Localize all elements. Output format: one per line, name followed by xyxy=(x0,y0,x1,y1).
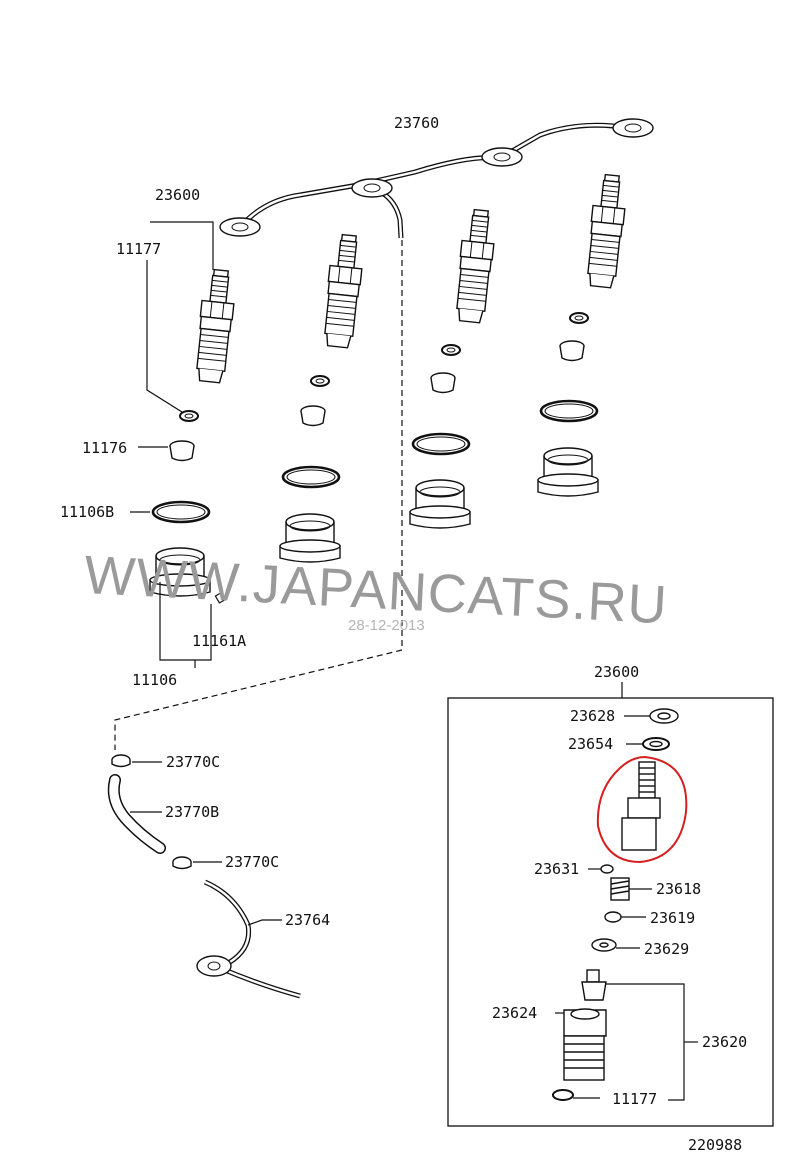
oring-2 xyxy=(281,465,341,489)
callout-23624: 23624 xyxy=(492,1004,538,1022)
leader-lines-left xyxy=(130,221,214,668)
callout-23770C-b: 23770C xyxy=(225,853,280,871)
callout-23764: 23764 xyxy=(285,911,331,929)
callout-11161A: 11161A xyxy=(192,632,247,650)
washer-11177 xyxy=(179,410,199,422)
washer-2 xyxy=(310,375,330,387)
callout-23600-box: 23600 xyxy=(594,663,640,681)
highlight-circle xyxy=(596,755,688,864)
injector-1 xyxy=(192,267,238,385)
callout-11177-box: 11177 xyxy=(612,1090,658,1108)
oring-11106B xyxy=(151,500,211,524)
holder-4 xyxy=(537,447,599,497)
callout-23600-top: 23600 xyxy=(155,186,201,204)
callout-11177-top: 11177 xyxy=(116,240,162,258)
washer-3 xyxy=(441,344,461,356)
hose-assembly xyxy=(107,754,301,999)
seat-4 xyxy=(559,340,585,362)
injector-2 xyxy=(320,232,366,350)
leak-off-pipe-23760 xyxy=(219,118,654,239)
injector-4 xyxy=(583,172,629,290)
seat-3 xyxy=(430,372,456,394)
callout-23631: 23631 xyxy=(534,860,580,878)
injector-3 xyxy=(452,207,498,325)
washer-4 xyxy=(569,312,589,324)
seat-11176 xyxy=(169,440,195,462)
oring-3 xyxy=(411,432,471,456)
callout-23760: 23760 xyxy=(394,114,440,132)
callout-11176: 11176 xyxy=(82,439,128,457)
callout-23628: 23628 xyxy=(570,707,616,725)
dashed-connector xyxy=(114,240,403,750)
callout-23770C-a: 23770C xyxy=(166,753,221,771)
callout-23629: 23629 xyxy=(644,940,690,958)
callout-23654: 23654 xyxy=(568,735,614,753)
callout-11106: 11106 xyxy=(132,671,178,689)
callout-23618: 23618 xyxy=(656,880,702,898)
callout-23619: 23619 xyxy=(650,909,696,927)
callout-23770B: 23770B xyxy=(165,803,220,821)
watermark-date: 28-12-2013 xyxy=(348,617,425,634)
detail-parts xyxy=(552,708,679,1101)
seat-2 xyxy=(300,405,326,427)
oring-4 xyxy=(539,399,599,423)
leader-lines-hose xyxy=(130,761,282,926)
holder-3 xyxy=(409,479,471,529)
detail-box xyxy=(447,697,774,1127)
leader-lines-detail xyxy=(555,715,698,1101)
callout-23620: 23620 xyxy=(702,1033,748,1051)
callout-11106B: 11106B xyxy=(60,503,115,521)
figure-number: 220988 xyxy=(688,1136,743,1154)
pin-11161A xyxy=(214,591,227,604)
